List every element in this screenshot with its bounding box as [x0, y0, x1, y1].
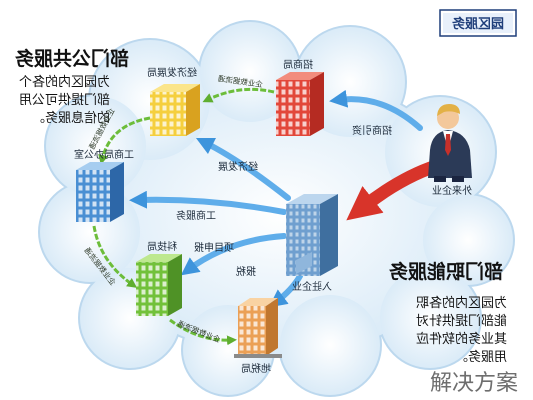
tax-bureau-label: 地税局 — [241, 362, 271, 375]
public-service-line-3: 的信息服务。 — [32, 110, 110, 126]
investment-arrow — [329, 89, 423, 131]
functional-service-line-2: 能部门提供针对 — [416, 313, 507, 329]
science-bureau-building — [136, 254, 182, 316]
public-service-title: 部门公共服务 — [14, 47, 129, 70]
tax-bureau-building — [234, 298, 282, 358]
data-flow-arrow-economic-to-commerce — [98, 116, 151, 165]
investment-bureau-building — [276, 72, 324, 136]
data-flow-arrow-commerce-to-science — [92, 225, 138, 288]
project-application-arrow — [180, 233, 287, 276]
tax-filing-arrow — [268, 273, 303, 308]
data-flow-arrow-science-to-tax — [169, 318, 237, 346]
commerce-office-label: 工商局办公室 — [74, 148, 134, 161]
public-service-block: 部门公共服务 为园区内的各个 部门提供可公用 的信息服务。 — [14, 47, 129, 126]
investment-label: 招商引资 — [352, 124, 392, 137]
businessman-icon — [428, 104, 472, 182]
economic-bureau-label: 经济发展局 — [147, 66, 197, 79]
economic-development-arrow — [195, 137, 291, 201]
economic-bureau-building — [150, 84, 200, 136]
resident-enterprise-label: 入驻企业 — [292, 280, 332, 293]
tax-filing-label: 报税 — [236, 265, 256, 278]
public-service-line-1: 为园区内的各个 — [19, 74, 110, 90]
external-enterprise-label: 外来企业 — [432, 184, 472, 197]
economic-development-label: 经济发展 — [218, 160, 258, 173]
commerce-service-label: 工商服务 — [176, 209, 216, 222]
science-bureau-label: 科技局 — [147, 240, 177, 253]
park-services-badge: 园区服务 — [439, 9, 517, 37]
data-flow-arrow-investment-to-economic — [202, 87, 275, 103]
resident-enterprise-building — [286, 194, 338, 276]
functional-service-title: 部门职能服务 — [388, 260, 503, 283]
investment-bureau-label: 招商局 — [283, 58, 313, 71]
service-arrows — [129, 89, 423, 308]
project-application-label: 项目申报 — [194, 241, 234, 254]
data-flow-arrows — [92, 87, 275, 346]
functional-service-line-4: 用服务。 — [455, 349, 507, 365]
functional-service-line-3: 其业务的软件应 — [416, 331, 507, 347]
commerce-office-building — [76, 162, 124, 222]
public-service-line-2: 部门提供可公用 — [19, 92, 110, 108]
badge-label: 园区服务 — [451, 16, 504, 32]
functional-service-line-1: 为园区内的各职 — [416, 295, 507, 311]
commerce-service-arrow — [129, 190, 287, 215]
functional-service-block: 部门职能服务 为园区内的各职 能部门提供针对 其业务的软件应 用服务。 — [388, 260, 507, 365]
watermark-text: 解决方案 — [430, 371, 518, 396]
